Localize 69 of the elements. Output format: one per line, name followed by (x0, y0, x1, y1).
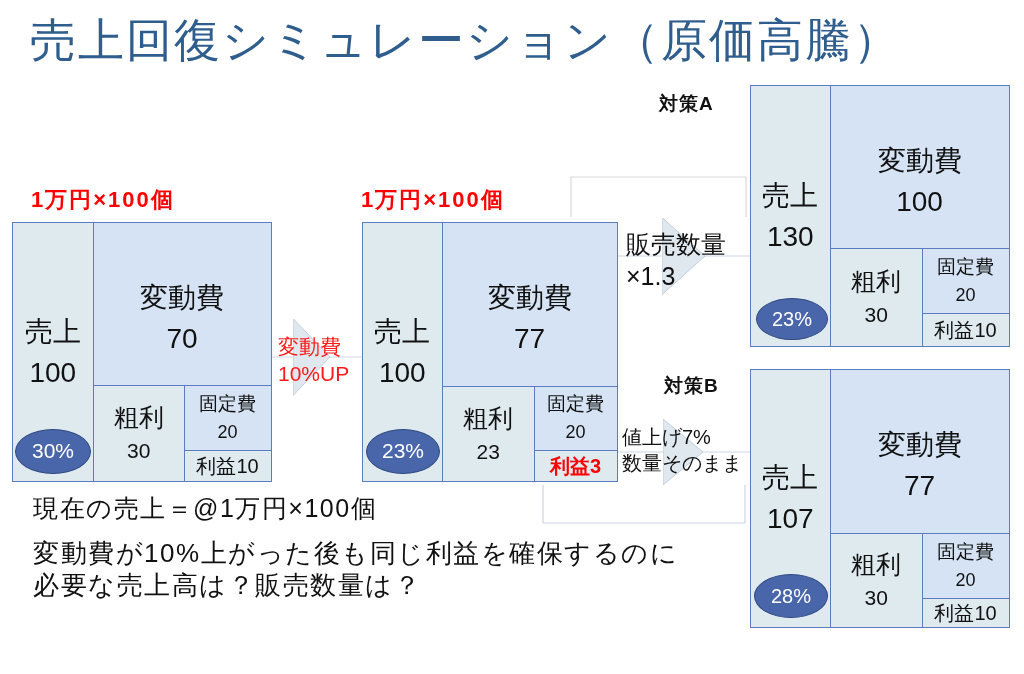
block-label: 粗利 (851, 266, 902, 297)
block-value: 20 (217, 420, 238, 444)
block-value: 30 (864, 585, 888, 611)
sales-column (749, 368, 831, 628)
block-label: 売上 (762, 461, 819, 495)
block-value: 100 (29, 355, 77, 390)
block-value: 130 (766, 219, 814, 254)
block-label: 固定費 (937, 254, 994, 279)
block-value: 70 (166, 321, 198, 356)
ratio-ellipse (756, 298, 828, 340)
block-label: 利益10 (934, 317, 997, 343)
edge-label: 販売数量 ×1.3 (626, 229, 727, 292)
block-value: 30 (864, 302, 888, 328)
profit-block (533, 449, 618, 482)
block-label: 利益10 (196, 453, 259, 479)
arrow (617, 418, 751, 486)
block-label: 固定費 (547, 392, 604, 417)
gross-profit-block (829, 532, 923, 628)
ratio-ellipse (15, 428, 91, 474)
ratio-ellipse (754, 574, 828, 618)
block-label: 変動費 (140, 280, 224, 315)
edge-label: 値上げ7% 数量そのまま (622, 425, 743, 476)
block-value: 77 (903, 469, 936, 504)
block-value: 23 (476, 438, 500, 465)
sales-column (361, 221, 443, 482)
block-value: 20 (955, 568, 976, 592)
block-value: 100 (896, 184, 943, 219)
page-title: 売上回復シミュレーション（原価高騰） (30, 13, 901, 68)
gross-profit-block (829, 247, 923, 347)
diagram-heading: 対策B (664, 374, 719, 398)
profit-block (183, 449, 272, 482)
sales-column (749, 84, 831, 347)
block-value: 100 (378, 355, 426, 390)
ratio-value: 23% (772, 307, 812, 332)
diagram-heading: 対策A (659, 92, 714, 116)
block-label: 利益3 (549, 453, 602, 479)
arrow (617, 217, 751, 295)
arrow (271, 318, 363, 396)
gross-profit-block (92, 384, 185, 482)
block-label: 変動費 (487, 281, 572, 316)
diagram-heading: 1万円×100個 (361, 186, 505, 214)
block-label: 変動費 (877, 143, 962, 178)
block-value: 107 (766, 502, 814, 536)
block-label: 利益10 (934, 600, 997, 626)
ratio-value: 30% (32, 438, 74, 464)
ratio-value: 28% (771, 584, 811, 609)
sales-column (11, 221, 94, 482)
diagram-heading: 1万円×100個 (31, 186, 175, 214)
block-label: 売上 (24, 314, 81, 349)
ratio-value: 23% (382, 438, 424, 464)
block-label: 固定費 (937, 539, 994, 564)
note-text: 現在の売上＝@1万円×100個 (33, 493, 379, 524)
profit-block (921, 597, 1010, 628)
question-text: 変動費が10%上がった後も同じ利益を確保するのに必要な売上高は？販売数量は？ (33, 537, 680, 601)
gross-profit-block (441, 385, 535, 482)
profit-block (921, 312, 1010, 347)
ratio-ellipse (366, 428, 440, 474)
block-label: 粗利 (463, 402, 514, 434)
block-value: 20 (955, 283, 976, 307)
block-label: 変動費 (877, 428, 962, 463)
block-label: 固定費 (199, 391, 256, 416)
block-label: 売上 (374, 314, 431, 349)
block-label: 売上 (762, 178, 819, 213)
block-label: 粗利 (851, 549, 902, 580)
block-value: 20 (565, 421, 586, 445)
edge-label: 変動費 10%UP (278, 334, 351, 387)
block-value: 77 (513, 322, 546, 357)
block-label: 粗利 (113, 402, 164, 433)
block-value: 30 (127, 438, 151, 464)
